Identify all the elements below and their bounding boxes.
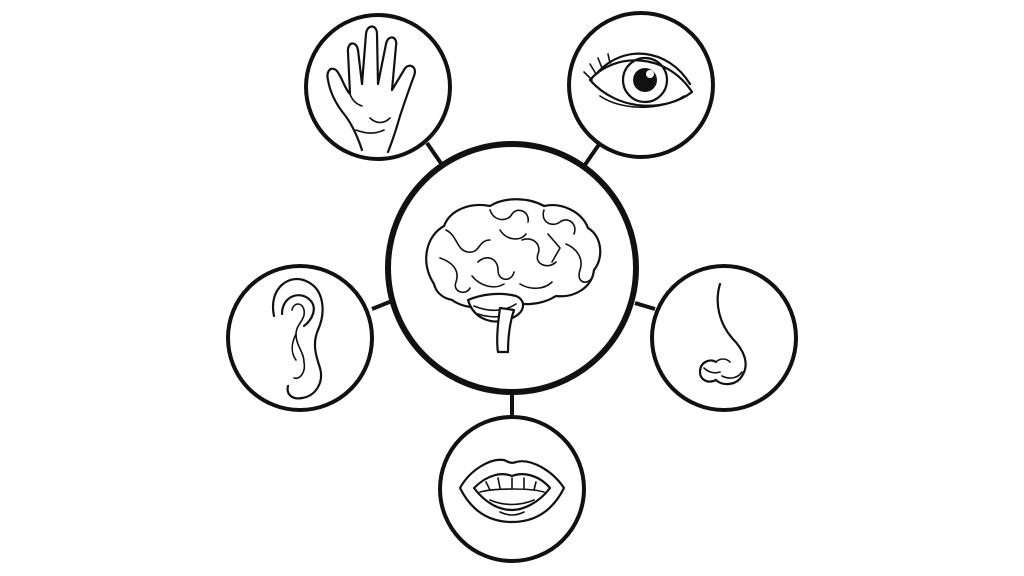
center-node bbox=[385, 141, 639, 395]
connector-hearing bbox=[371, 299, 393, 311]
sense-ring-smell bbox=[650, 264, 798, 412]
sense-ring-hearing bbox=[226, 264, 374, 412]
eye-icon bbox=[583, 52, 694, 109]
sense-node-hearing bbox=[226, 264, 374, 412]
connector-smell bbox=[634, 301, 656, 311]
ear-icon bbox=[271, 277, 324, 400]
nose-icon bbox=[698, 282, 747, 386]
mouth-icon bbox=[458, 458, 566, 524]
hand-icon bbox=[326, 25, 416, 154]
brain-icon bbox=[425, 198, 602, 354]
sense-ring-touch bbox=[304, 13, 452, 161]
sense-node-smell bbox=[650, 264, 798, 412]
sense-node-taste bbox=[438, 415, 586, 563]
sense-node-touch bbox=[304, 13, 452, 161]
sense-node-sight bbox=[567, 11, 715, 159]
